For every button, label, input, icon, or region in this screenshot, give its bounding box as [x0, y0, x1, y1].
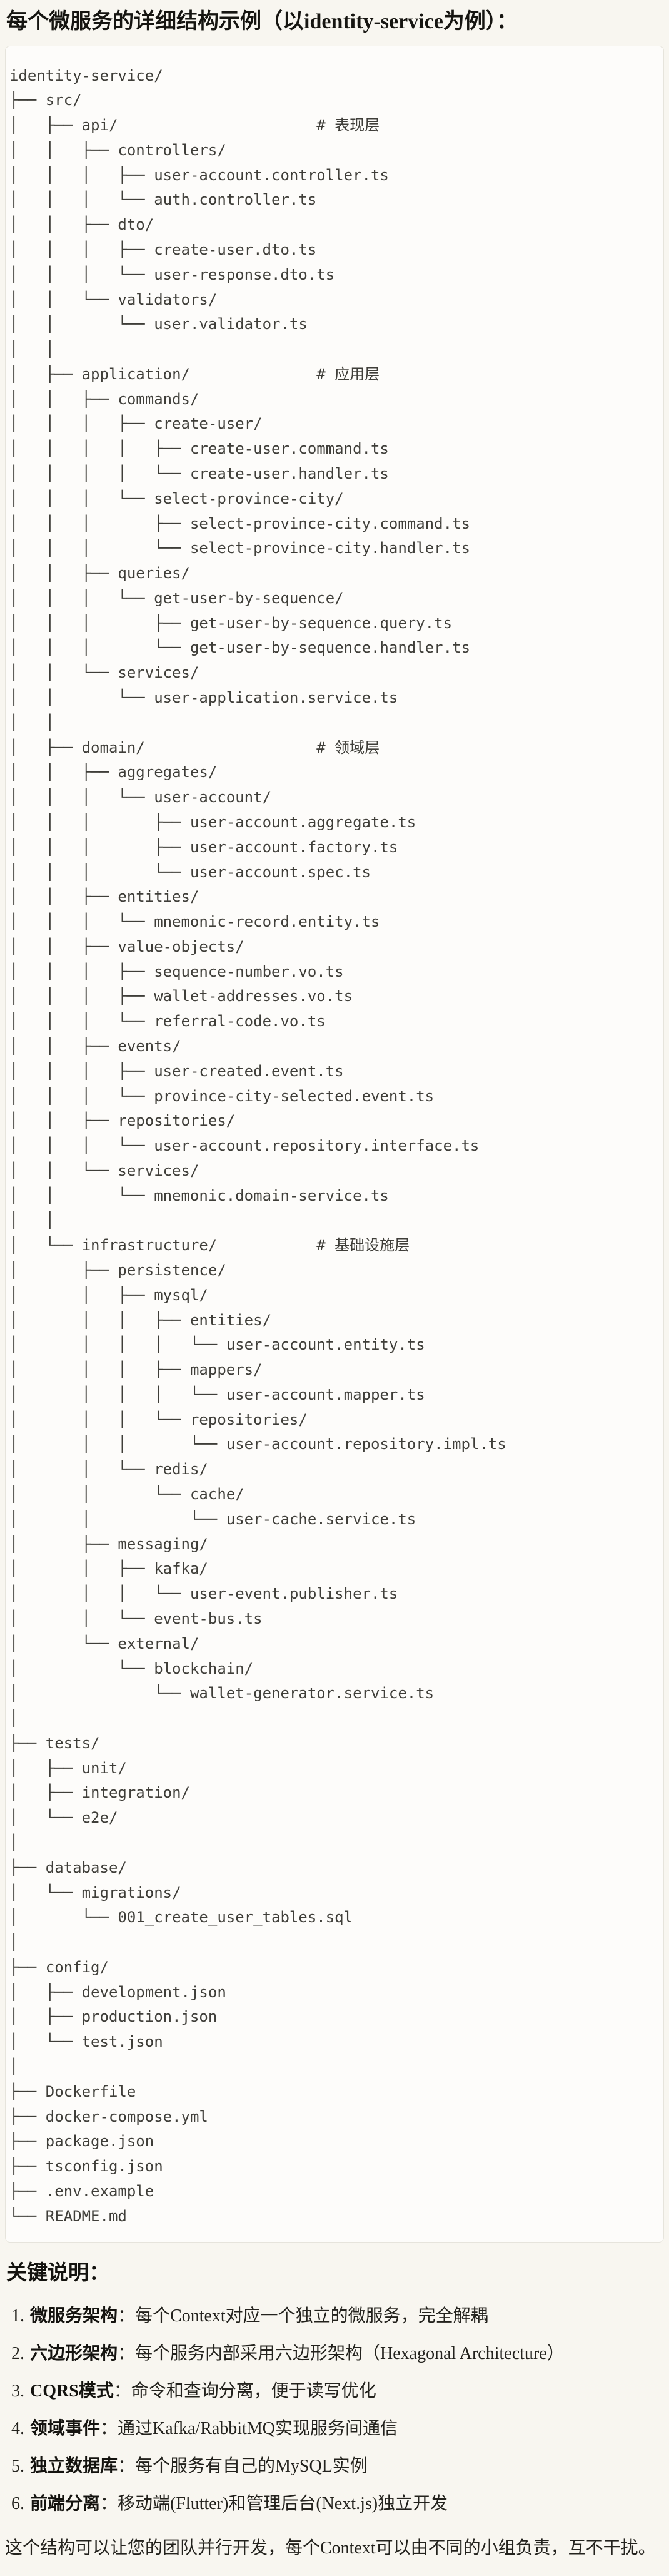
notes-heading: 关键说明： [6, 2262, 109, 2285]
note-item: 2. 六边形架构：每个服务内部采用六边形架构（Hexagonal Architec… [11, 2344, 664, 2364]
note-item: 3. CQRS模式：命令和查询分离，便于读写优化 [11, 2381, 664, 2401]
note-label: CQRS模式 [30, 2381, 114, 2401]
note-text: ：每个Context对应一个独立的微服务，完全解耦 [118, 2306, 488, 2326]
note-text: ：每个服务内部采用六边形架构（Hexagonal Architecture） [118, 2343, 565, 2363]
file-tree: identity-service/ ├── src/ │ ├── api/ # … [9, 66, 506, 2225]
note-text: ：命令和查询分离，便于读写优化 [113, 2381, 376, 2401]
note-item: 5. 独立数据库：每个服务有自己的MySQL实例 [11, 2456, 664, 2477]
note-number: 6. [11, 2493, 24, 2513]
note-item: 6. 前端分离：移动端(Flutter)和管理后台(Next.js)独立开发 [11, 2494, 664, 2514]
note-label: 前端分离 [30, 2493, 101, 2513]
note-number: 2. [11, 2343, 24, 2363]
note-number: 4. [11, 2418, 24, 2438]
note-item: 4. 领域事件：通过Kafka/RabbitMQ实现服务间通信 [11, 2419, 664, 2439]
note-text: ：每个服务有自己的MySQL实例 [118, 2456, 368, 2476]
note-label: 六边形架构 [30, 2343, 118, 2363]
note-number: 5. [11, 2456, 24, 2476]
page-title: 每个微服务的详细结构示例（以identity-service为例）： [6, 10, 518, 33]
note-text: ：通过Kafka/RabbitMQ实现服务间通信 [100, 2418, 398, 2438]
note-label: 微服务架构 [30, 2306, 118, 2326]
note-item: 1. 微服务架构：每个Context对应一个独立的微服务，完全解耦 [11, 2306, 664, 2326]
note-label: 领域事件 [30, 2418, 101, 2438]
note-number: 1. [11, 2306, 24, 2326]
notes-list: 1. 微服务架构：每个Context对应一个独立的微服务，完全解耦 2. 六边形架构… [5, 2306, 664, 2514]
closing-paragraph: 这个结构可以让您的团队并行开发，每个Context可以由不同的小组负责，互不干扰… [5, 2538, 656, 2558]
note-text: ：移动端(Flutter)和管理后台(Next.js)独立开发 [100, 2493, 448, 2513]
note-number: 3. [11, 2381, 24, 2401]
file-tree-codeblock: identity-service/ ├── src/ │ ├── api/ # … [5, 45, 664, 2243]
note-label: 独立数据库 [30, 2456, 118, 2476]
